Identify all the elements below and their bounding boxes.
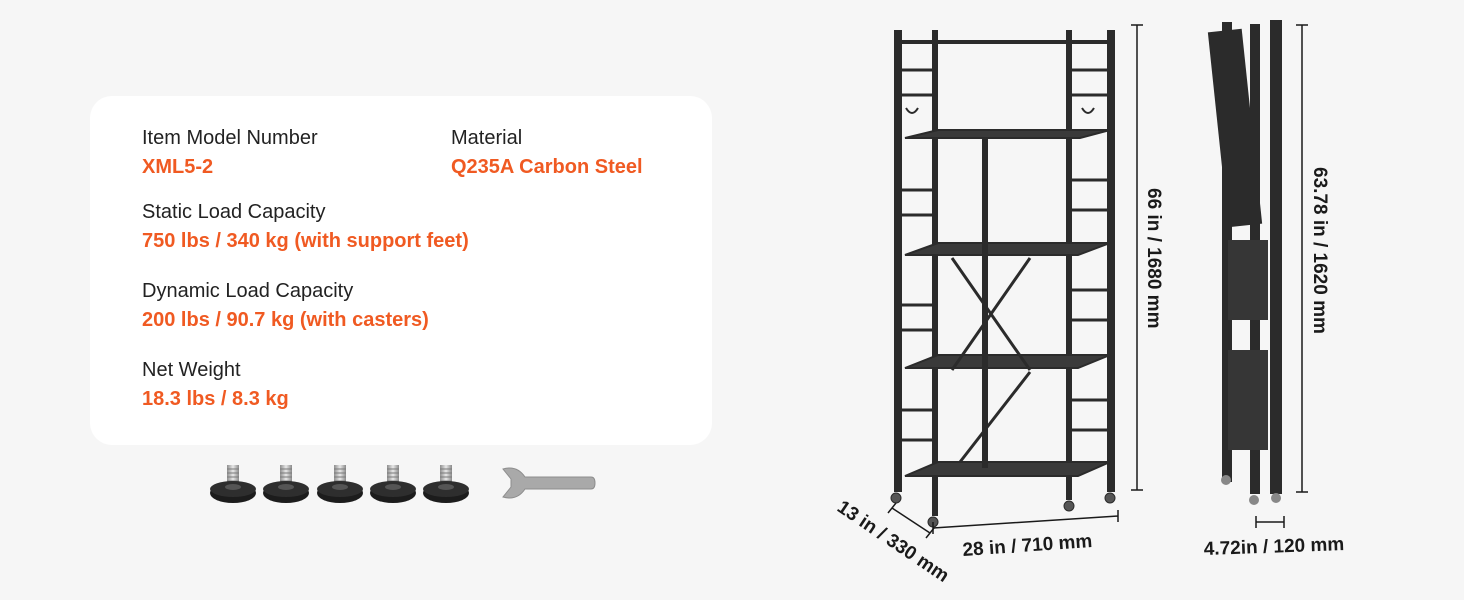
spec-label: Material xyxy=(451,127,523,149)
spec-label: Static Load Capacity xyxy=(142,201,326,223)
folded-shelf-illustration xyxy=(1207,20,1282,505)
depth-dimension-line xyxy=(887,502,935,539)
spec-label: Dynamic Load Capacity xyxy=(142,280,354,302)
spec-label: Item Model Number xyxy=(142,127,318,149)
spec-value: 200 lbs / 90.7 kg (with casters) xyxy=(142,309,429,331)
spec-material: Material Q235A Carbon Steel xyxy=(451,126,643,179)
assembled-shelf-illustration xyxy=(890,30,1116,528)
width-dimension-line xyxy=(932,510,1119,534)
spec-static-load: Static Load Capacity 750 lbs / 340 kg (w… xyxy=(142,200,469,253)
width-dimension-label: 28 in / 710 mm xyxy=(962,531,1093,561)
accessories xyxy=(209,464,596,504)
spec-label: Net Weight xyxy=(142,359,241,381)
spec-model: Item Model Number XML5-2 xyxy=(142,126,318,179)
spec-card: Item Model Number XML5-2 Material Q235A … xyxy=(90,96,712,445)
folded-depth-dimension-line xyxy=(1255,516,1285,528)
wrench-icon xyxy=(502,467,596,499)
height-dimension-label: 66 in / 1680 mm xyxy=(1143,188,1164,328)
spec-dynamic-load: Dynamic Load Capacity 200 lbs / 90.7 kg … xyxy=(142,279,429,332)
spec-value: 750 lbs / 340 kg (with support feet) xyxy=(142,230,469,252)
folded-depth-dimension-label: 4.72in / 120 mm xyxy=(1203,534,1344,560)
folded-height-dimension-line xyxy=(1296,24,1308,493)
spec-value: 18.3 lbs / 8.3 kg xyxy=(142,388,289,410)
height-dimension-line xyxy=(1131,24,1143,491)
spec-value: XML5-2 xyxy=(142,156,214,178)
spec-net-weight: Net Weight 18.3 lbs / 8.3 kg xyxy=(142,358,289,411)
spec-value: Q235A Carbon Steel xyxy=(451,156,643,178)
folded-height-dimension-label: 63.78 in / 1620 mm xyxy=(1309,167,1330,334)
